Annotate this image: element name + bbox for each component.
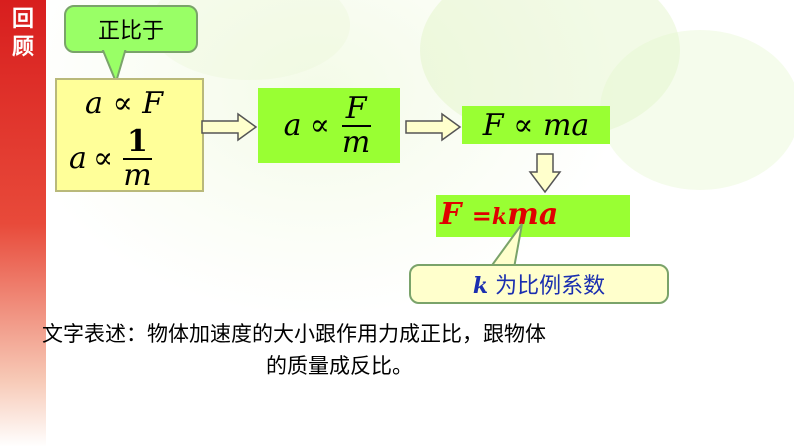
coefficient-description: 为比例系数 [488, 274, 606, 299]
arrow-right-icon [405, 112, 462, 142]
coefficient-symbol: k [472, 273, 489, 299]
formula-a-prop-1-over-m: a ∝ 1 m [69, 126, 156, 191]
callout-coefficient-text: k 为比例系数 [473, 268, 605, 300]
callout-proportional-text: 正比于 [97, 19, 164, 44]
background-leaf [600, 30, 794, 190]
formula-var: a [283, 108, 302, 143]
formula-var: a [69, 141, 87, 176]
sidebar: 回顾 [0, 0, 46, 447]
formula-op: = [471, 201, 492, 230]
fraction-numerator: 1 [122, 126, 152, 160]
formula-box-middle: a ∝ F m [258, 88, 400, 163]
formula-op: ∝ [309, 108, 330, 143]
fraction-numerator: F [341, 93, 371, 127]
fraction: 1 m [119, 126, 155, 191]
fraction-denominator: m [123, 157, 152, 193]
callout-coefficient: k 为比例系数 [409, 264, 669, 304]
description-line-1: 文字表述：物体加速度的大小跟作用力成正比，跟物体 [42, 322, 546, 346]
formula-a-prop-F: a ∝ F [85, 86, 163, 121]
formula-var: F [482, 107, 504, 143]
callout-proportional: 正比于 [64, 5, 198, 53]
formula-var: ma [507, 197, 559, 232]
formula-box-result: F =kma [436, 195, 630, 237]
arrow-down-icon [528, 153, 562, 194]
fraction-denominator: m [341, 124, 371, 160]
formula-box-left: a ∝ F a ∝ 1 m [55, 78, 204, 192]
formula-coefficient: k [491, 204, 508, 230]
callout-pointer [488, 223, 523, 269]
formula-op: ∝ [92, 141, 114, 176]
description-line-2: 的质量成反比。 [266, 354, 413, 378]
formula-op: ∝ [513, 107, 534, 143]
formula-var: ma [542, 107, 590, 143]
formula-box-right: F ∝ ma [462, 106, 610, 144]
callout-pointer [100, 46, 128, 86]
fraction: F m [338, 93, 374, 158]
arrow-right-icon [201, 112, 258, 142]
formula-var: a [85, 86, 103, 121]
formula-F-prop-ma: F ∝ ma [483, 108, 590, 143]
sidebar-title: 回顾 [11, 7, 34, 60]
formula-var: F [440, 197, 462, 232]
formula-a-prop-F-over-m: a ∝ F m [284, 93, 375, 158]
formula-var: F [142, 86, 164, 121]
formula-op: ∝ [112, 86, 133, 121]
formula-F-equals-kma: F =kma [440, 197, 558, 232]
